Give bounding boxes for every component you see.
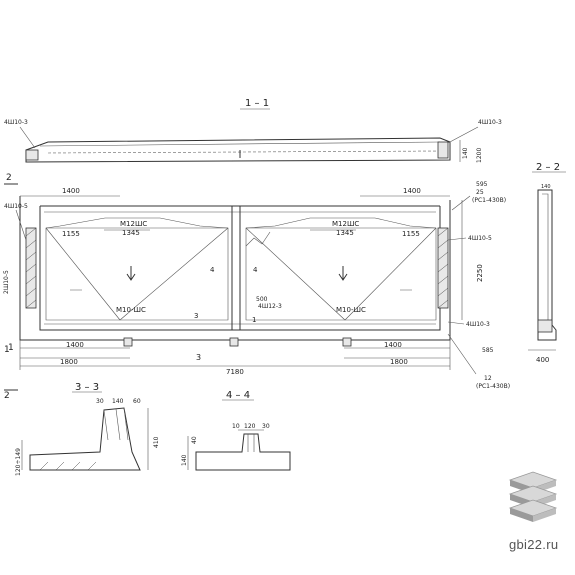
dim-400: 400	[536, 356, 549, 364]
ref-bottom: (РС1-430В)	[476, 383, 510, 390]
marker-2-top: 2	[6, 173, 12, 183]
dim-2250: 2250	[476, 264, 484, 282]
dim-1800-left: 1800	[60, 358, 78, 366]
dim-40: 40	[191, 436, 198, 444]
rebar-mid: 4Ш12-3	[258, 303, 282, 310]
dim-1400-bottom-left: 1400	[66, 341, 84, 349]
dim-1200: 1200	[476, 148, 483, 163]
dim-120: 120	[244, 423, 256, 430]
dim-30: 30	[96, 398, 104, 405]
section-2-2-profile	[537, 189, 557, 341]
marker-1-bottom: 1	[8, 343, 14, 353]
section-3-3-profile	[29, 407, 141, 471]
main-elevation	[19, 196, 451, 347]
dim-595: 595	[476, 181, 488, 188]
dim-60: 60	[133, 398, 141, 405]
dim-7180: 7180	[226, 368, 244, 376]
rebar-bottom-left: М10-ШС	[116, 306, 146, 314]
dim-140: 140	[462, 147, 469, 159]
dim-1345-left: 1345	[122, 229, 140, 237]
dim-120-149: 120÷149	[15, 448, 22, 476]
dim-1345-right: 1345	[336, 229, 354, 237]
marker-4b: 4	[210, 266, 215, 274]
site-watermark: gbi22.ru	[509, 537, 559, 552]
marker-3b: 3	[196, 353, 201, 362]
dim-10: 10	[232, 423, 240, 430]
anchor-label-left-bottom: 2Ш10-5	[3, 270, 10, 294]
section-3-3-title: 3 – 3	[75, 382, 99, 393]
section-1-1-beam	[25, 137, 451, 163]
dim-1800-right: 1800	[390, 358, 408, 366]
dim-1155-right: 1155	[402, 230, 420, 238]
marker-3a: 3	[194, 312, 198, 320]
marker-4-line: 1	[252, 316, 256, 324]
site-logo	[508, 471, 558, 522]
marker-1-left: 1	[4, 345, 10, 355]
section-4-4-profile	[195, 429, 291, 471]
anchor-label-right-bottom: 4Ш10-3	[466, 321, 490, 328]
dim-400-top: 140	[541, 184, 551, 190]
dim-585: 585	[482, 347, 494, 354]
dim-12: 12	[484, 375, 492, 382]
dim-1155-left: 1155	[62, 230, 80, 238]
section-2-2-title: 2 – 2	[536, 162, 560, 173]
section-1-1-title: 1 – 1	[245, 98, 269, 109]
dim-1400-bottom-right: 1400	[384, 341, 402, 349]
dim-140-44: 140	[181, 454, 188, 466]
marker-2-bottom: 2	[4, 391, 10, 401]
bolt-label-top-left: 4Ш10-3	[4, 119, 28, 126]
dim-25: 25	[476, 189, 484, 196]
ref-top: (РС1-430В)	[472, 197, 506, 204]
rebar-bottom-right: М10-ШС	[336, 306, 366, 314]
bolt-label-top-right: 4Ш10-3	[478, 119, 502, 126]
dim-410: 410	[153, 436, 160, 448]
rebar-top-right: М12ШС	[332, 220, 359, 228]
dim-1400-top-left: 1400	[62, 187, 80, 195]
anchor-label-left: 4Ш10-5	[4, 203, 28, 210]
dim-140-33: 140	[112, 398, 124, 405]
marker-4a: 4	[253, 266, 258, 274]
section-4-4-title: 4 – 4	[226, 390, 250, 401]
dim-1400-top-right: 1400	[403, 187, 421, 195]
dim-500: 500	[256, 296, 268, 303]
rebar-top-left: М12ШС	[120, 220, 147, 228]
anchor-label-right: 4Ш10-5	[468, 235, 492, 242]
dim-30-44: 30	[262, 423, 270, 430]
